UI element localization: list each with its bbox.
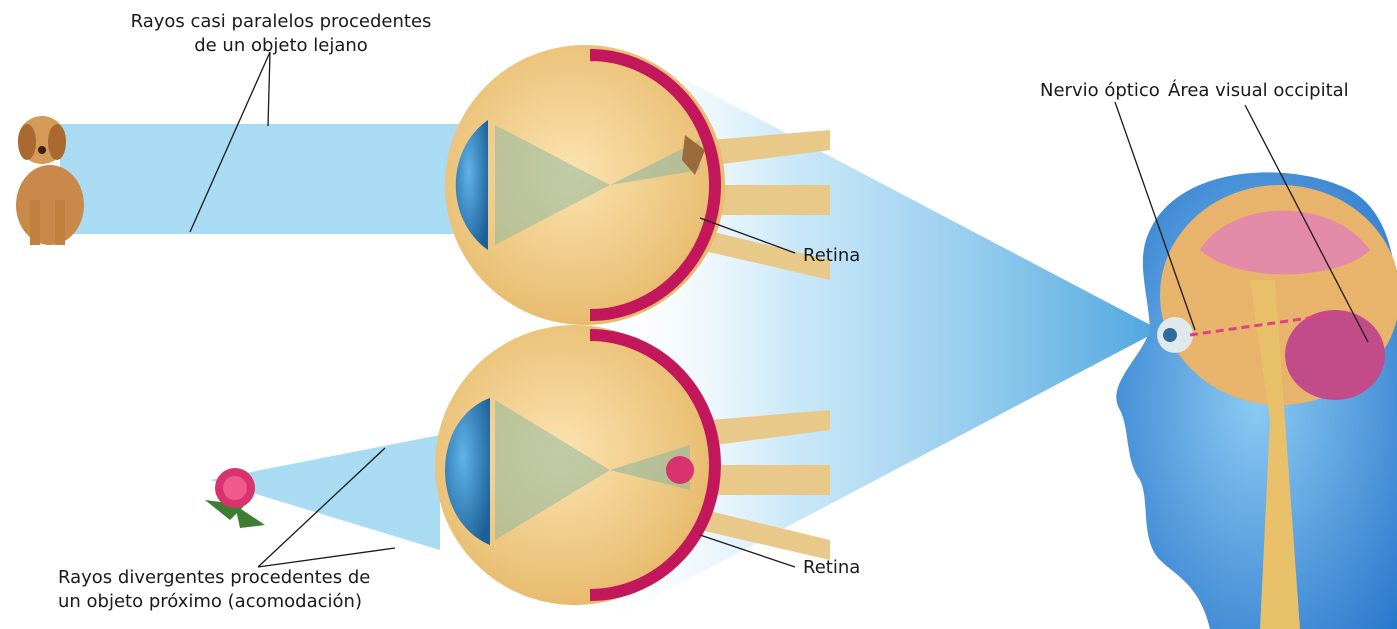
retina-label-top: Retina [803,244,860,268]
divergent-rays-label-line1: Rayos divergentes procedentes de [58,566,370,590]
retina-label-bottom: Retina [803,556,860,580]
divergent-rays-label-line2: un objeto próximo (acomodación) [58,590,370,614]
optic-nerve-label: Nervio óptico [1040,79,1160,103]
parallel-ray-beam [60,124,480,234]
parallel-rays-label-line2: de un objeto lejano [113,34,449,58]
head-profile [1116,172,1397,629]
visual-area-label: Área visual occipital [1168,79,1349,103]
parallel-rays-label-line1: Rayos casi paralelos procedentes [113,10,449,34]
